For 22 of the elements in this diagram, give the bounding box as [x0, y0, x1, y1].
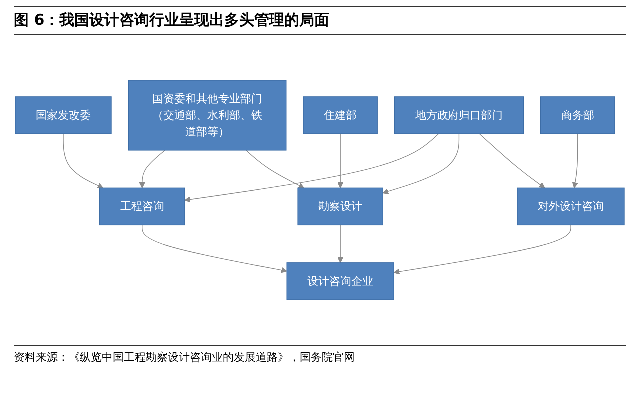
node-box: 工程咨询 — [100, 188, 186, 226]
arrow — [142, 224, 288, 274]
arrow — [184, 133, 440, 202]
arrow — [338, 133, 344, 188]
source-caption: 资料来源：《纵览中国工程勘察设计咨询业的发展道路》，国务院官网 — [14, 345, 626, 365]
node-box: 商务部 — [540, 96, 616, 134]
arrow — [63, 133, 104, 188]
node-box: 国家发改委 — [15, 96, 112, 134]
arrow — [572, 133, 578, 188]
arrow — [139, 150, 166, 188]
arrow — [246, 150, 304, 188]
node-box: 地方政府归口部门 — [394, 96, 524, 134]
arrow — [479, 133, 546, 188]
node-box: 住建部 — [303, 96, 378, 134]
arrow — [394, 224, 572, 275]
arrow — [382, 133, 460, 194]
figure-title: 图 6：我国设计咨询行业呈现出多头管理的局面 — [14, 6, 626, 35]
node-box: 勘察设计 — [298, 188, 384, 226]
node-box: 对外设计咨询 — [517, 188, 625, 226]
node-box: 设计咨询企业 — [286, 262, 394, 300]
arrow — [338, 224, 344, 263]
node-box: 国资委和其他专业部门（交通部、水利部、铁道部等） — [128, 80, 287, 151]
